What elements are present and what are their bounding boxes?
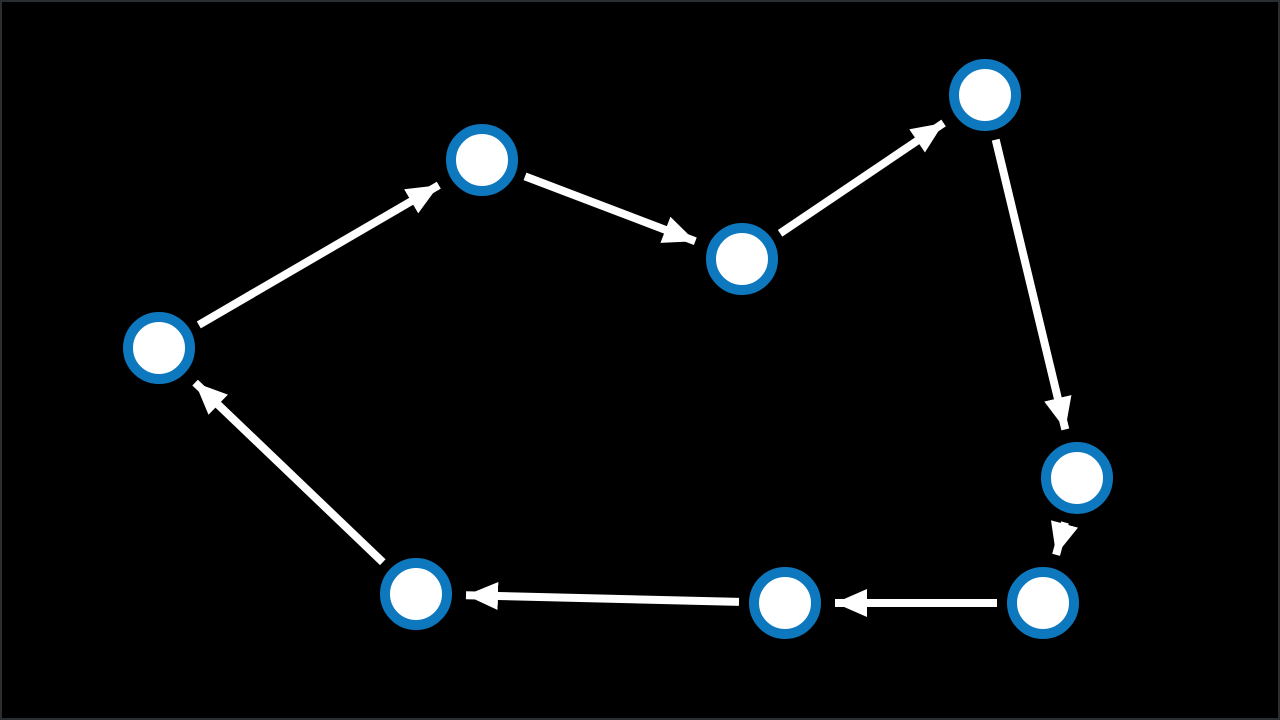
- graph-node-1[interactable]: [123, 312, 195, 384]
- edge-arrow-node-7-to-node-8: [465, 581, 740, 610]
- graph-node-7[interactable]: [749, 567, 821, 639]
- edges-layer: [192, 119, 1078, 617]
- edge-arrow-node-4-to-node-5: [991, 138, 1072, 431]
- edge-arrow-node-1-to-node-2: [196, 181, 441, 329]
- graph-node-4[interactable]: [949, 59, 1021, 131]
- graph-node-2[interactable]: [446, 124, 518, 196]
- edge-arrow-node-2-to-node-3: [523, 172, 697, 245]
- edge-arrow-node-8-to-node-1: [192, 379, 386, 566]
- edge-arrow-node-3-to-node-4: [777, 119, 946, 237]
- graph-node-3[interactable]: [706, 223, 778, 295]
- graph-node-8[interactable]: [380, 558, 452, 630]
- graph-node-6[interactable]: [1007, 567, 1079, 639]
- graph-node-5[interactable]: [1041, 442, 1113, 514]
- nodes-layer: [123, 59, 1113, 639]
- edge-arrow-node-5-to-node-6: [1050, 520, 1078, 556]
